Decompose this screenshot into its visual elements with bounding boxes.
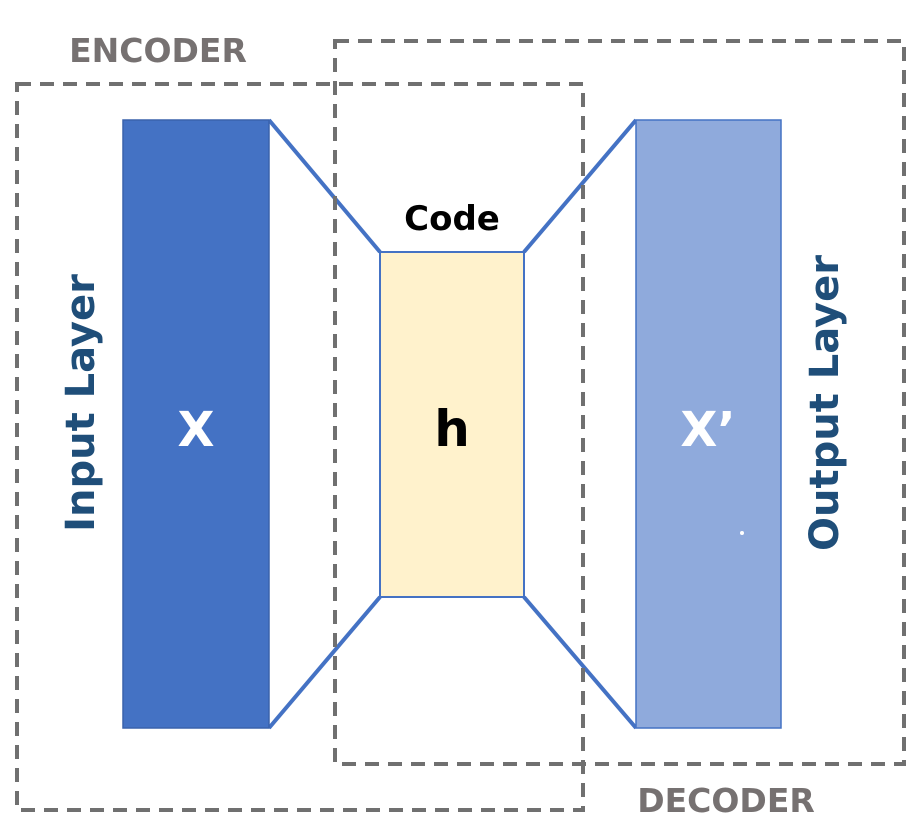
output-layer-label: Output Layer <box>802 255 848 551</box>
encoder-region <box>15 82 585 812</box>
code-label: Code <box>404 199 500 239</box>
input-layer-label: Input Layer <box>58 274 104 532</box>
decoder-region <box>333 39 906 766</box>
connector-output-bottom <box>522 595 638 730</box>
code-block <box>379 251 525 598</box>
code-symbol: h <box>434 400 470 458</box>
input-layer-block <box>122 119 270 729</box>
connector-input-top <box>267 118 382 254</box>
input-symbol: X <box>177 402 214 458</box>
encoder-label: ENCODER <box>69 31 247 70</box>
decoder-label: DECODER <box>637 781 815 820</box>
connector-output-top <box>522 118 638 254</box>
connector-input-bottom <box>267 595 382 730</box>
output-block-speck <box>740 531 744 535</box>
output-layer-block <box>635 119 782 729</box>
output-symbol: X’ <box>680 402 735 458</box>
